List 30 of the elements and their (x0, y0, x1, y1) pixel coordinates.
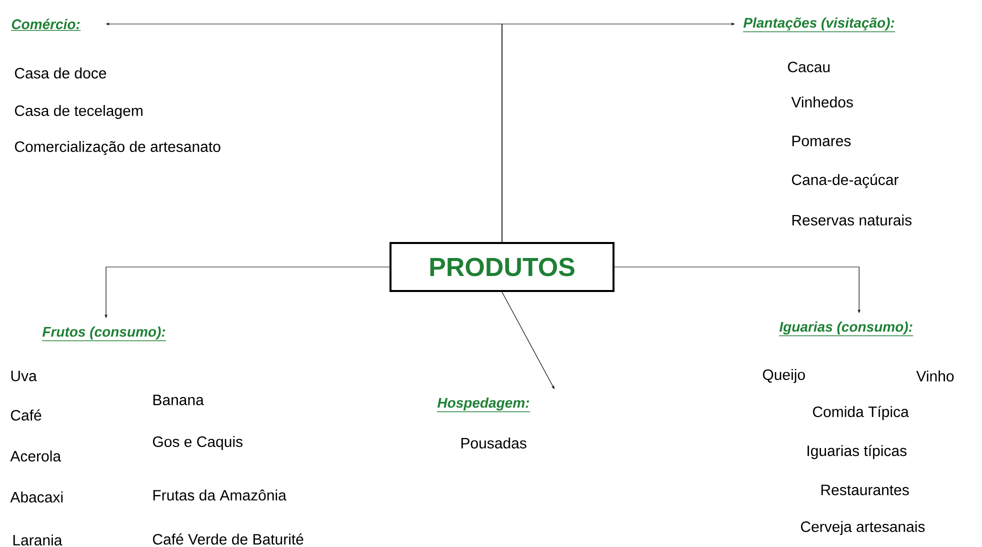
title-box: PRODUTOS (390, 242, 614, 292)
list-item: Comida Típica (812, 406, 909, 420)
list-item: Restaurantes (821, 484, 909, 496)
category-heading: Hospedagem: (436, 397, 530, 412)
list-item: Abacaxi (10, 492, 63, 502)
category-heading: Iguarias (consumo): (778, 321, 914, 336)
list-item: Café Verde de Baturité (152, 533, 304, 545)
list-item: Banana (153, 394, 204, 406)
category-heading: Plantações (visitação): (742, 17, 896, 32)
category-heading: Comércio: (10, 18, 81, 31)
list-item: Pousadas (461, 438, 526, 448)
list-item: Cacau (788, 62, 830, 72)
list-item: Iguarias típicas (808, 444, 907, 460)
list-item: Cana-de-açúcar (792, 174, 898, 188)
list-item: Comercialização de artesanato (14, 140, 220, 156)
list-item: Café (10, 409, 42, 421)
list-item: Vinho (916, 370, 954, 382)
list-item: Frutas da Amazônia (153, 489, 286, 501)
list-item: Larania (13, 534, 62, 546)
list-item: Cerveja artesanais (800, 521, 925, 535)
list-item: Casa de tecelagem (14, 105, 142, 119)
category-heading: Frutos (consumo): (42, 326, 166, 342)
list-item: Reservas naturais (792, 214, 912, 226)
list-item: Pomares (792, 136, 851, 146)
list-item: Vinhedos (791, 96, 853, 108)
list-item: Acerola (10, 450, 62, 462)
list-item: Gos e Caquis (152, 436, 242, 450)
list-item: Uva (11, 370, 37, 382)
list-item: Queijo (762, 369, 805, 383)
list-item: Casa de doce (14, 68, 106, 78)
